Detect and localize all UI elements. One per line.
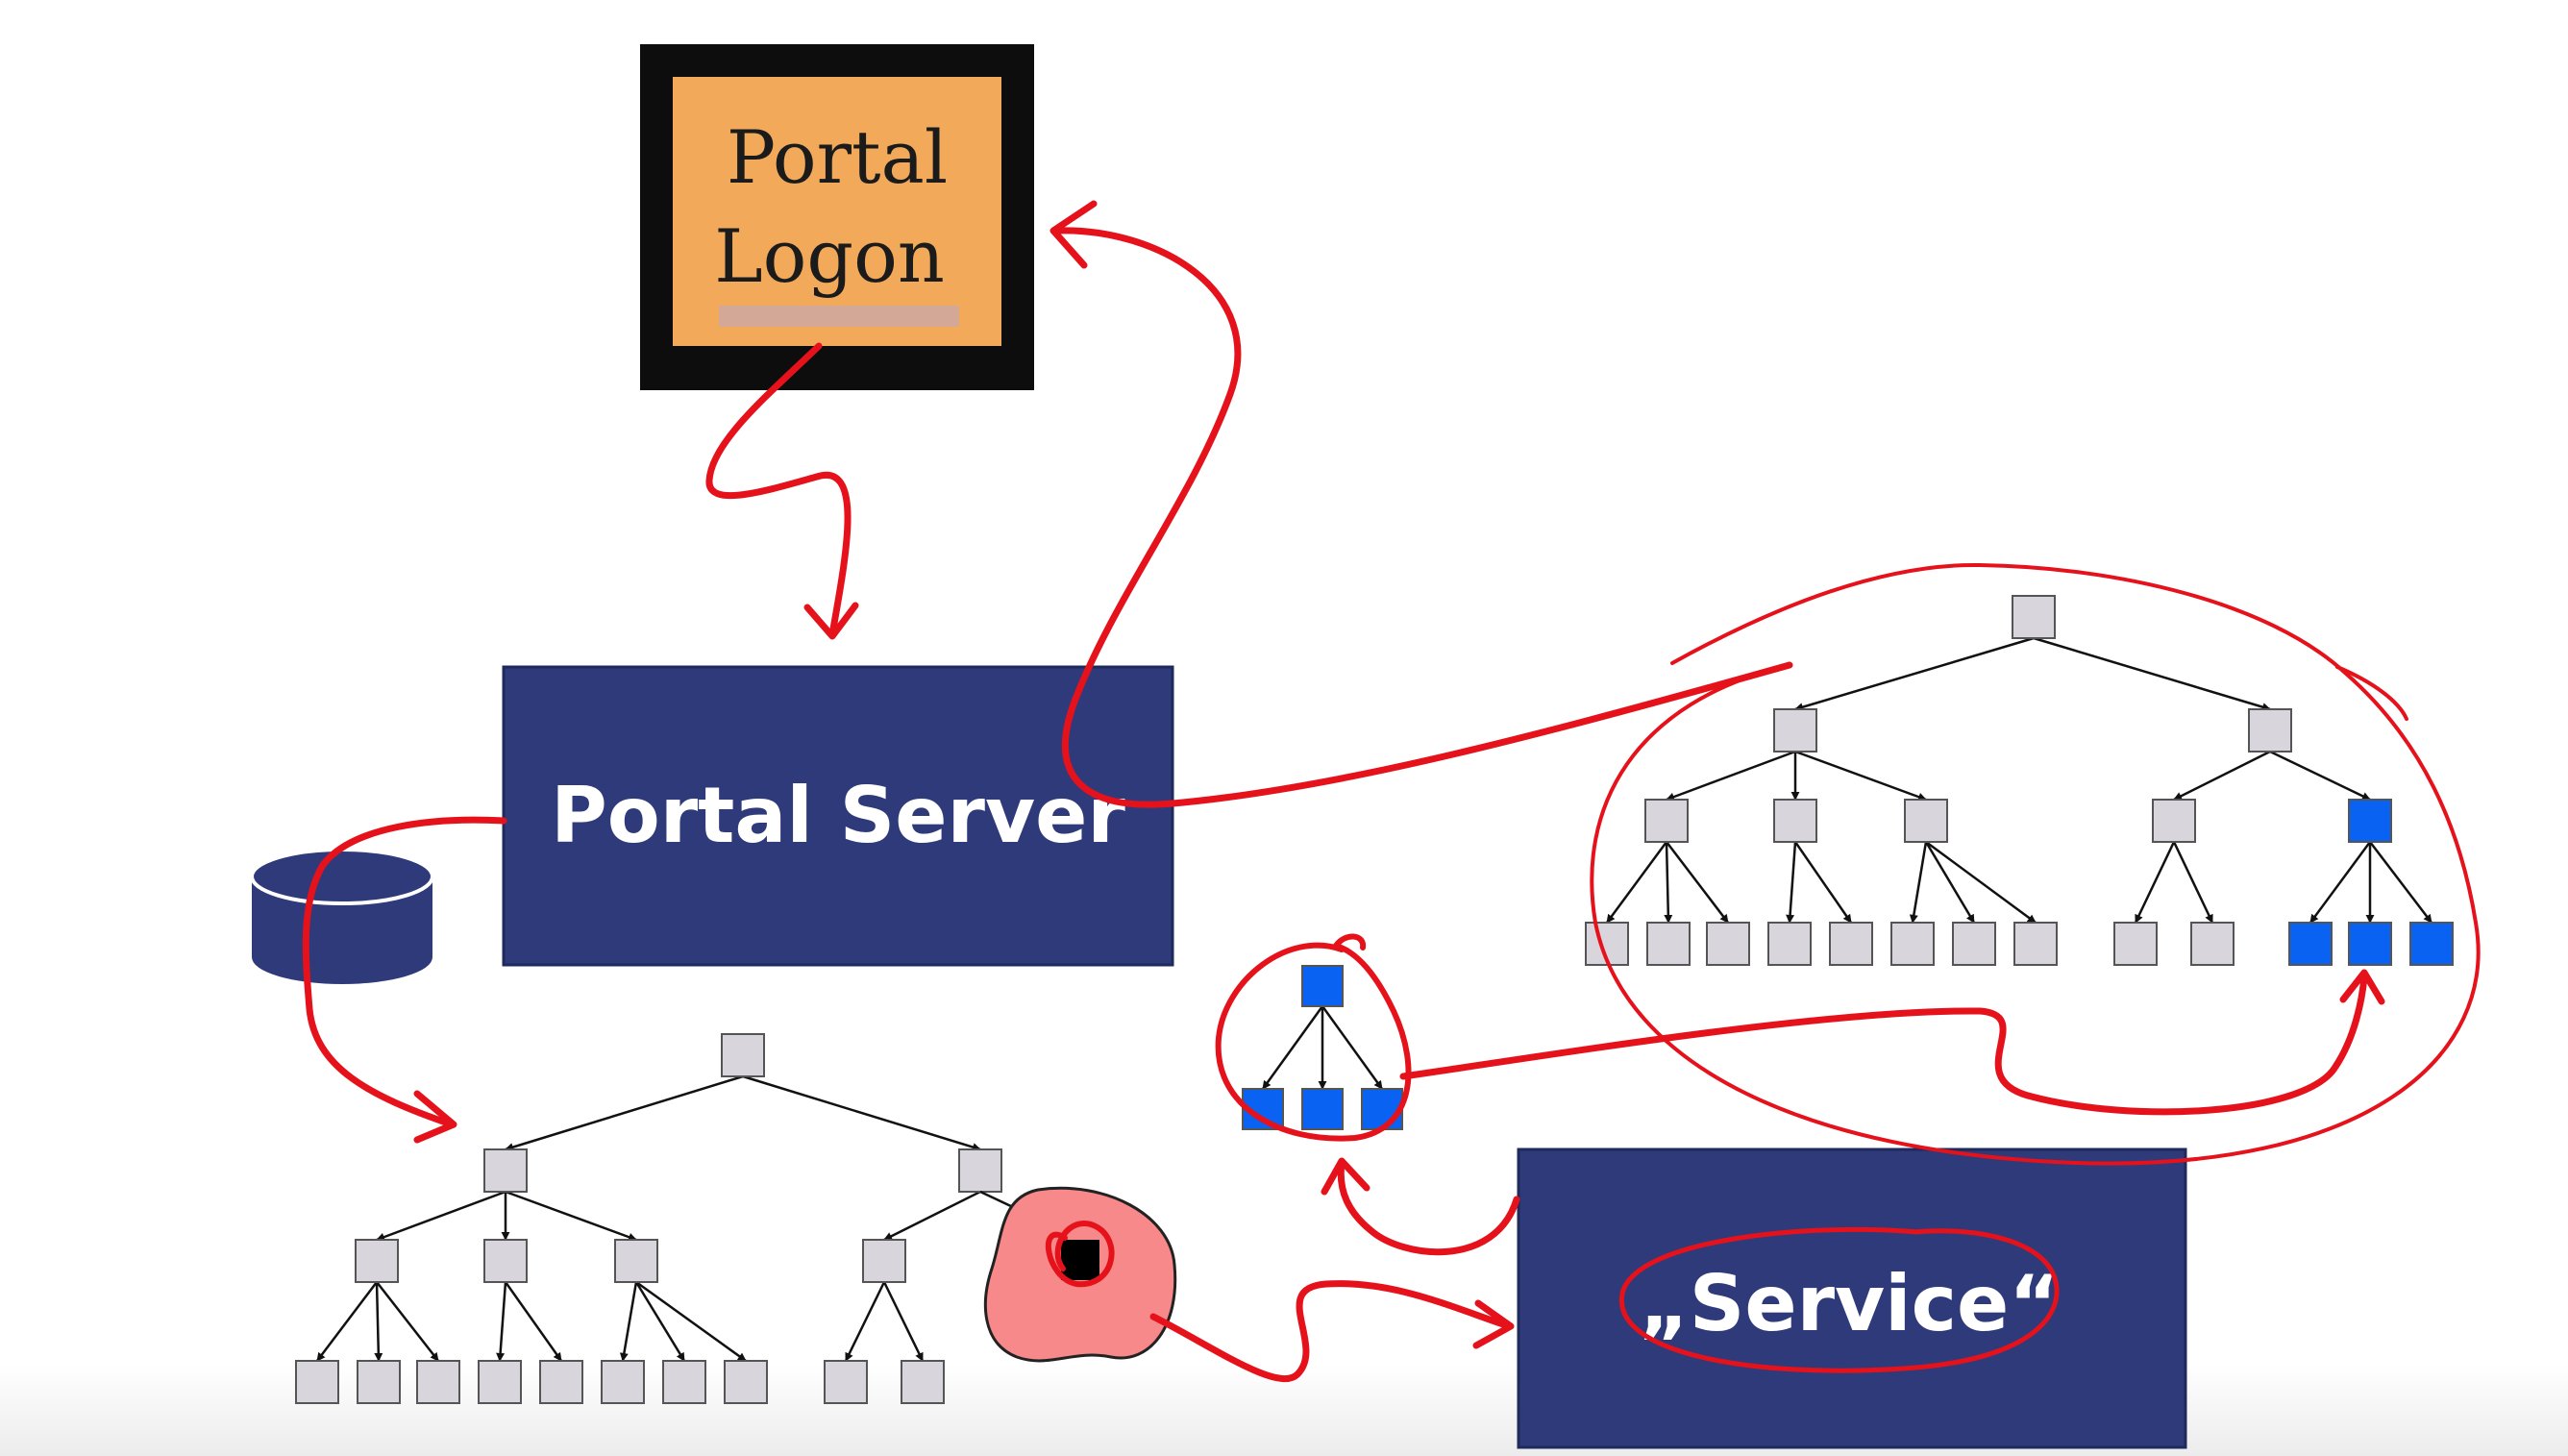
tree-node: [357, 1360, 401, 1404]
tree-node: [483, 1148, 528, 1193]
tree-edge: [883, 1190, 981, 1242]
tree-node: [2348, 922, 2392, 966]
tree-edge: [1666, 750, 1796, 802]
tree-edge: [2369, 841, 2432, 924]
tree-edge: [1321, 1005, 1384, 1090]
tree-node: [1773, 799, 1817, 843]
tree-edge: [2134, 841, 2176, 924]
tree-edge: [2033, 636, 2271, 711]
red-annotations: [302, 200, 2481, 1383]
tree-edge: [505, 1190, 637, 1242]
tree-edge: [1794, 636, 2035, 711]
portal-server-rect: [502, 665, 1174, 967]
tree-edge: [2172, 841, 2214, 924]
tree-edge: [619, 1281, 638, 1362]
service-app-tree: [1585, 595, 2454, 966]
tree-node: [2248, 708, 2292, 753]
tree-node: [1773, 708, 1817, 753]
portal-logon-line1: Portal: [727, 114, 948, 200]
tree-edge: [1666, 841, 1729, 924]
tree-node: [483, 1239, 528, 1283]
portal-logon-box: Portal Logon: [640, 44, 1034, 390]
tree-edge: [2309, 841, 2372, 924]
portal-server-label: Portal Server: [551, 771, 1125, 860]
tree-node: [601, 1360, 645, 1404]
tree-node: [614, 1239, 658, 1283]
tree-node: [1904, 799, 1948, 843]
blue-fragment-tree: [1242, 965, 1403, 1130]
tree-edge: [376, 1281, 439, 1362]
tree-node: [862, 1239, 906, 1283]
tree-node: [1952, 922, 1996, 966]
tree-node: [721, 1033, 765, 1077]
tree-edge: [1909, 841, 1928, 924]
tree-node: [1646, 922, 1691, 966]
tree-node: [2012, 595, 2056, 639]
portal-logon-line2: Logon: [714, 213, 945, 299]
tree-edge: [1261, 1005, 1324, 1090]
tree-edge: [1924, 841, 1976, 924]
tree-node: [2113, 922, 2158, 966]
tree-node: [416, 1360, 460, 1404]
tree-node: [901, 1360, 945, 1404]
tree-edge: [1793, 841, 1853, 924]
selected-node-black: [1061, 1240, 1099, 1280]
tree-node: [2288, 922, 2333, 966]
service-label: „Service“: [1639, 1259, 2060, 1348]
tree-node: [824, 1360, 868, 1404]
service-box: „Service“: [1517, 1148, 2187, 1449]
database-cylinder-icon: [250, 848, 434, 984]
tree-edge: [2173, 750, 2271, 802]
tree-node: [1767, 922, 1812, 966]
tree-node: [1706, 922, 1750, 966]
tree-node: [539, 1360, 583, 1404]
tree-edge: [504, 1281, 563, 1362]
tree-node: [1644, 799, 1689, 843]
tree-edge: [374, 1281, 383, 1362]
tree-edge: [505, 1074, 744, 1151]
tree-edge: [1794, 750, 1927, 802]
tree-node: [1829, 922, 1873, 966]
tree-node: [724, 1360, 768, 1404]
tree-node: [478, 1360, 522, 1404]
tree-node: [2409, 922, 2454, 966]
tree-node: [958, 1148, 1002, 1193]
portal-content-tree: [295, 1033, 1081, 1404]
tree-edge: [1664, 841, 1673, 924]
tree-node: [662, 1360, 706, 1404]
tree-node: [295, 1360, 339, 1404]
tree-edge: [844, 1281, 886, 1362]
tree-node: [2190, 922, 2235, 966]
tree-edge: [742, 1074, 981, 1151]
tree-node: [1361, 1088, 1403, 1130]
tree-edge: [2269, 750, 2371, 802]
service-rect: [1517, 1148, 2187, 1449]
tree-node: [2013, 922, 2058, 966]
portal-logon-screen: [673, 77, 1001, 346]
tree-node: [1301, 965, 1344, 1007]
tree-node: [1890, 922, 1935, 966]
tree-edge: [635, 1280, 747, 1363]
tree-edge: [1925, 840, 2037, 925]
tree-node: [2348, 799, 2392, 843]
tree-node: [2152, 799, 2196, 843]
tree-edge: [496, 1281, 507, 1362]
tree-edge: [1786, 841, 1797, 924]
tree-node: [1301, 1088, 1344, 1130]
tree-edge: [316, 1281, 378, 1362]
tree-node: [355, 1239, 399, 1283]
portal-server-box: Portal Server: [502, 665, 1174, 967]
tree-edge: [376, 1190, 506, 1242]
tree-edge: [1605, 841, 1668, 924]
tree-edge: [634, 1281, 686, 1362]
login-fields-icon: [719, 306, 959, 327]
tree-edge: [882, 1281, 925, 1362]
